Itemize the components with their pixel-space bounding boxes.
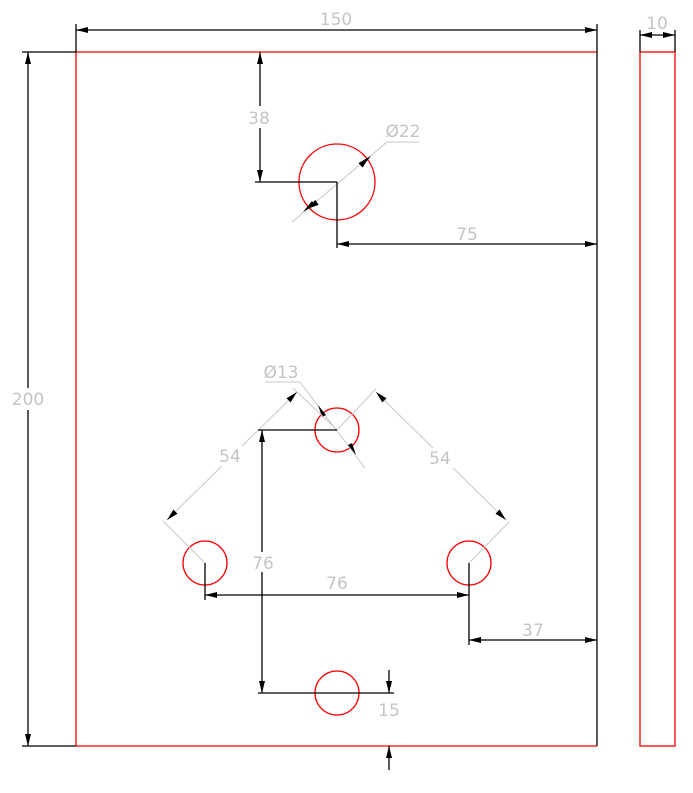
dim-top-hole-offset-top: 38: [245, 52, 337, 183]
dim-width: 150: [75, 10, 598, 52]
plate-outline: [75, 51, 597, 747]
dim-pitch-left: 54: [162, 387, 338, 564]
dim-height: 200: [8, 51, 76, 747]
dim-horizontal-spacing: 76: [204, 563, 470, 645]
dim-top-hole-offset-right: 75: [336, 182, 597, 248]
dim-bottom-hole-offset-bottom: 15: [337, 670, 400, 770]
dim-right-hole-offset-right: 37: [469, 621, 597, 643]
dim-text-thickness: 10: [646, 14, 668, 34]
dim-text-width: 150: [320, 10, 352, 30]
dim-text-75: 75: [456, 225, 478, 245]
dim-small-hole-diameter: Ø13: [263, 363, 366, 469]
dim-thickness: 10: [639, 14, 676, 52]
dim-text-38: 38: [248, 109, 270, 129]
dim-vertical-spacing: 76: [248, 429, 337, 694]
front-view: [75, 51, 598, 747]
dim-text-54-left: 54: [219, 447, 241, 467]
dim-text-76-vertical: 76: [252, 554, 274, 574]
dim-text-54-right: 54: [429, 449, 451, 469]
dim-text-76-horizontal: 76: [326, 574, 348, 594]
dim-text-15: 15: [378, 701, 400, 721]
dim-text-37: 37: [522, 621, 544, 641]
dim-text-height: 200: [12, 390, 44, 410]
dim-pitch-right: 54: [336, 388, 510, 564]
dim-top-hole-diameter: Ø22: [291, 122, 421, 223]
side-view-outline: [639, 51, 676, 747]
dim-text-d13: Ø13: [263, 363, 298, 383]
dim-text-d22: Ø22: [385, 122, 420, 142]
